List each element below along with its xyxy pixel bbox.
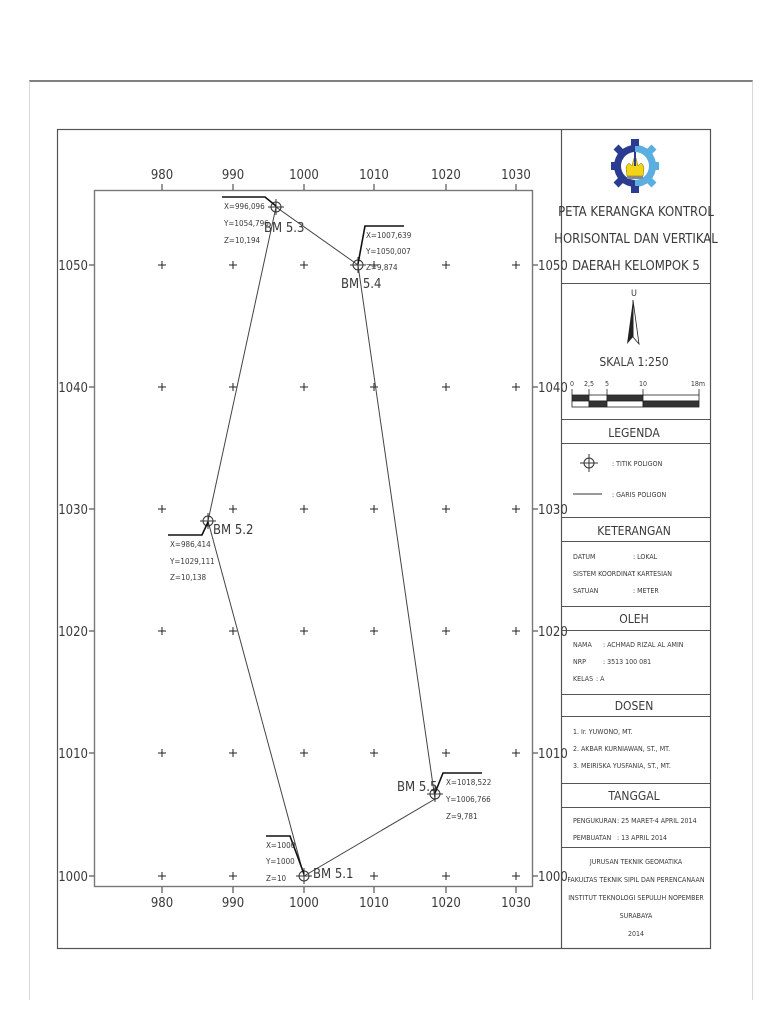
x-tick-label-bottom: 1020 <box>431 896 461 911</box>
institution-line: 2014 <box>628 930 644 938</box>
scale-tick: 2,5 <box>584 380 594 388</box>
oleh-value: : A <box>596 675 605 683</box>
station-marker-bm53 <box>268 199 284 215</box>
coord-x: X=1018,522 <box>446 778 491 787</box>
coord-y: Y=1000 <box>265 857 295 866</box>
tanggal-value: : 13 APRIL 2014 <box>617 834 667 842</box>
x-tick-label-top: 990 <box>222 168 244 183</box>
legenda-header: LEGENDA <box>608 426 660 440</box>
institution-line: JURUSAN TEKNIK GEOMATIKA <box>589 858 683 866</box>
coord-z: Z=9,781 <box>446 812 478 821</box>
y-tick-label-right: 1040 <box>538 381 568 396</box>
coord-y: Y=1050,007 <box>365 247 411 256</box>
its-logo-icon <box>611 139 659 193</box>
scale-bar <box>571 389 700 408</box>
oleh-key: NRP <box>573 658 586 666</box>
coord-z: Z=10,138 <box>170 573 207 582</box>
dosen-item: 3. MEIRISKA YUSFANIA, ST., MT. <box>573 762 671 770</box>
north-arrow-icon <box>627 299 640 346</box>
map-title-line: PETA KERANGKA KONTROL <box>558 205 714 220</box>
coord-x: X=986,414 <box>170 540 211 549</box>
station-marker-bm51 <box>296 868 312 884</box>
tanggal-key: PEMBUATAN <box>573 834 612 842</box>
station-label: BM 5.3 <box>264 221 304 236</box>
coord-x: X=1007,639 <box>366 231 412 240</box>
tanggal-key: PENGUKURAN <box>573 817 617 825</box>
map-title-line: HORISONTAL DAN VERTIKAL <box>554 232 718 247</box>
coord-y: Y=1029,111 <box>169 557 215 566</box>
station-marker-bm54 <box>350 257 366 273</box>
keterangan-key: SATUAN <box>573 587 599 595</box>
x-tick-label-top: 1030 <box>501 168 531 183</box>
coord-y: Y=1054,796 <box>223 219 269 228</box>
y-tick-label-left: 1050 <box>58 259 88 274</box>
tanggal-value: : 25 MARET-4 APRIL 2014 <box>617 817 697 825</box>
oleh-value: : 3513 100 081 <box>603 658 651 666</box>
keterangan-key: SISTEM KOORDINAT <box>573 570 635 578</box>
x-tick-label-bottom: 980 <box>151 896 173 911</box>
x-tick-label-top: 980 <box>151 168 173 183</box>
oleh-key: NAMA <box>573 641 592 649</box>
station-label: BM 5.1 <box>313 867 353 882</box>
map-title-line: DAERAH KELOMPOK 5 <box>572 259 700 274</box>
legenda-item-label: : TITIK POLIGON <box>612 460 663 468</box>
coord-z: Z=9,874 <box>366 263 398 272</box>
scale-tick: 5 <box>605 380 609 388</box>
oleh-key: KELAS <box>573 675 593 683</box>
map-frame <box>56 128 712 950</box>
y-tick-label-left: 1000 <box>58 870 88 885</box>
north-label: U <box>631 289 637 299</box>
x-tick-label-top: 1020 <box>431 168 461 183</box>
station-label: BM 5.4 <box>341 277 381 292</box>
y-tick-label-left: 1030 <box>58 503 88 518</box>
station-label: BM 5.5 <box>397 780 437 795</box>
scale-tick: 0 <box>570 380 574 388</box>
coord-y: Y=1006,766 <box>445 795 491 804</box>
station-marker-bm52 <box>200 513 216 529</box>
keterangan-value: : METER <box>633 587 659 595</box>
coord-x: X=1000 <box>266 841 296 850</box>
scale-tick: 10 <box>639 380 647 388</box>
page-sheet <box>29 80 753 1000</box>
x-tick-label-bottom: 1010 <box>359 896 389 911</box>
y-tick-label-right: 1030 <box>538 503 568 518</box>
x-tick-label-top: 1010 <box>359 168 389 183</box>
coord-x: X=996,096 <box>224 202 265 211</box>
y-tick-label-left: 1020 <box>58 625 88 640</box>
x-tick-label-top: 1000 <box>289 168 319 183</box>
scale-tick: 18m <box>691 380 705 388</box>
y-tick-label-right: 1010 <box>538 747 568 762</box>
y-tick-label-right: 1050 <box>538 259 568 274</box>
coord-z: Z=10,194 <box>224 236 261 245</box>
y-tick-label-left: 1010 <box>58 747 88 762</box>
keterangan-value: : KARTESIAN <box>633 570 672 578</box>
x-tick-label-bottom: 1030 <box>501 896 531 911</box>
institution-line: FAKULTAS TEKNIK SIPIL DAN PERENCANAAN <box>567 876 704 884</box>
scale-label: SKALA 1:250 <box>599 355 668 369</box>
keterangan-value: : LOKAL <box>633 553 658 561</box>
polygon-traverse-line <box>207 206 436 877</box>
y-tick-label-left: 1040 <box>58 381 88 396</box>
oleh-value: : ACHMAD RIZAL AL AMIN <box>603 641 684 649</box>
coord-z: Z=10 <box>266 874 287 883</box>
dosen-item: 2. AKBAR KURNIAWAN, ST., MT. <box>573 745 670 753</box>
institution-line: INSTITUT TEKNOLOGI SEPULUH NOPEMBER <box>568 894 704 902</box>
tanggal-header: TANGGAL <box>607 789 659 803</box>
plot-box <box>93 189 534 888</box>
dosen-item: 1. Ir. YUWONO, MT. <box>573 728 633 736</box>
legenda-item-label: : GARIS POLIGON <box>612 491 666 499</box>
keterangan-header: KETERANGAN <box>597 524 671 538</box>
dosen-header: DOSEN <box>615 699 654 713</box>
oleh-header: OLEH <box>619 612 648 626</box>
y-tick-label-right: 1020 <box>538 625 568 640</box>
station-marker-bm55 <box>427 786 443 802</box>
y-tick-label-right: 1000 <box>538 870 568 885</box>
institution-line: SURABAYA <box>620 912 653 920</box>
grid-crosses <box>158 261 520 880</box>
x-tick-label-bottom: 990 <box>222 896 244 911</box>
station-label: BM 5.2 <box>213 523 253 538</box>
keterangan-key: DATUM <box>573 553 595 561</box>
x-tick-label-bottom: 1000 <box>289 896 319 911</box>
crosshair-circle-icon <box>580 454 598 472</box>
